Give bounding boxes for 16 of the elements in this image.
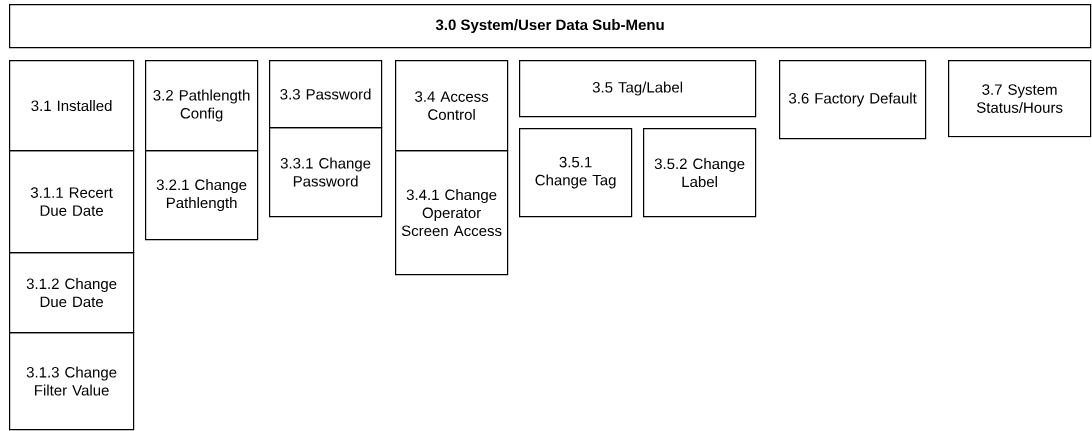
menu-box: 3.1.3 Change Filter Value (9, 332, 135, 431)
menu-box: 3.5.2 Change Label (643, 128, 757, 218)
menu-box: 3.4.1 Change Operator Screen Access (395, 150, 509, 276)
menu-box: 3.3 Password (269, 60, 383, 129)
menu-box: 3.1.1 Recert Due Date (9, 150, 135, 254)
menu-box: 3.7 System Status/Hours (948, 60, 1092, 138)
menu-box: 3.6 Factory Default (779, 60, 927, 140)
menu-box: 3.2.1 Change Pathlength (145, 150, 259, 241)
menu-box: 3.1 Installed (9, 60, 135, 152)
menu-box: 3.1.2 Change Due Date (9, 252, 135, 334)
title-bar: 3.0 System/User Data Sub-Menu (9, 4, 1092, 49)
menu-box: 3.4 Access Control (395, 60, 509, 152)
menu-box: 3.3.1 Change Password (269, 127, 383, 218)
menu-box: 3.5.1 Change Tag (519, 128, 633, 218)
menu-box: 3.5 Tag/Label (519, 60, 757, 118)
menu-box: 3.2 Pathlength Config (145, 60, 259, 152)
